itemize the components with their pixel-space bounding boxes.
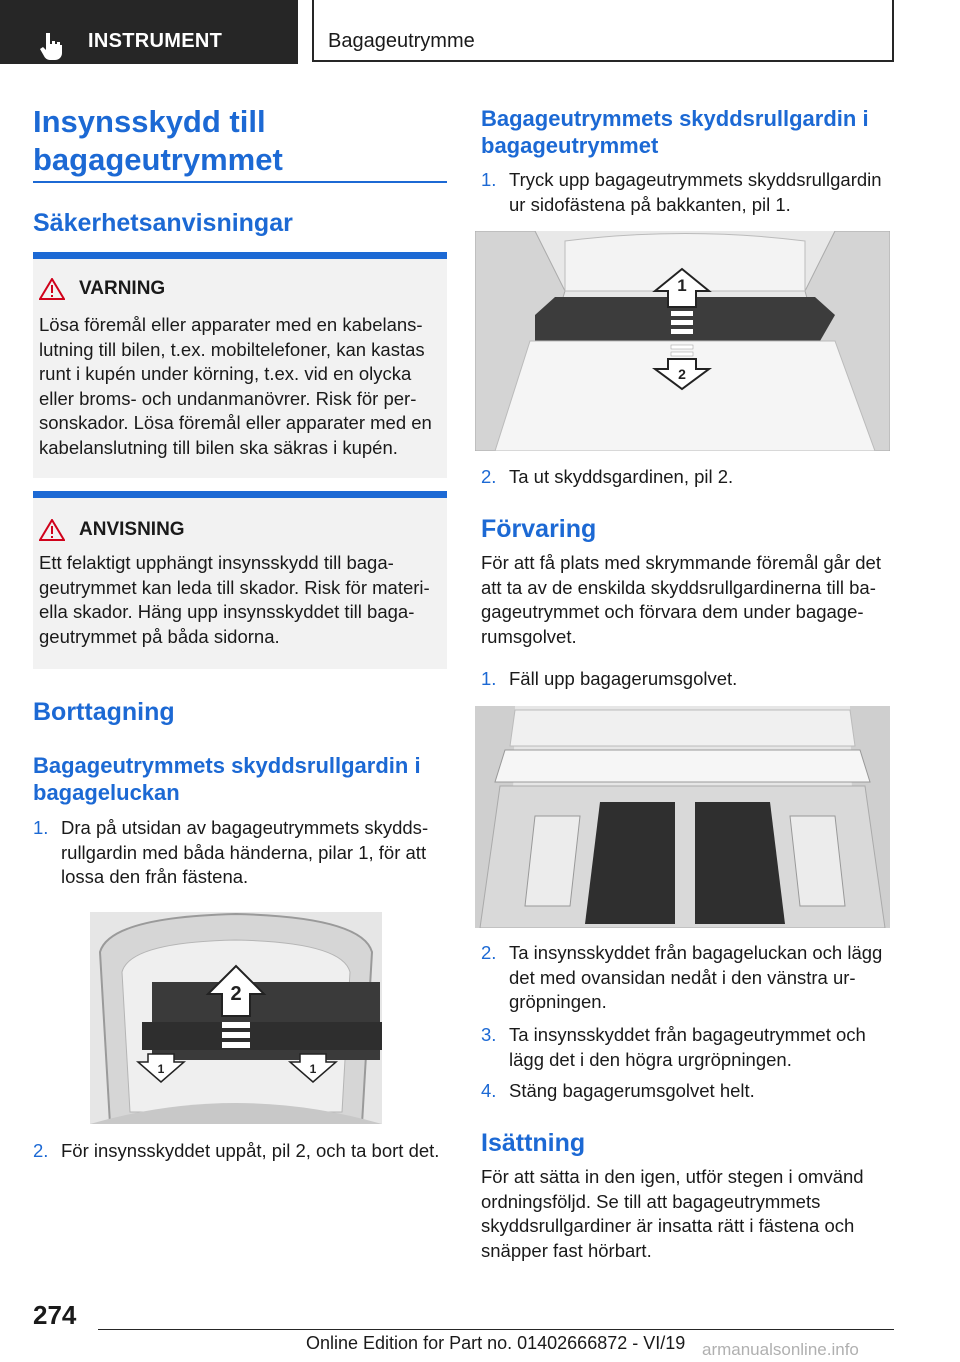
- storage-heading: Förvaring: [481, 515, 597, 543]
- step-number: 2.: [481, 466, 497, 487]
- notice-title-row: ANVISNING: [39, 519, 185, 541]
- step-text: Dra på utsidan av bagageutrymmets skydds…: [61, 817, 429, 887]
- watermark-text: armanualsonline.info: [702, 1340, 859, 1359]
- step-text: För insynsskyddet uppåt, pil 2, och ta b…: [61, 1140, 440, 1161]
- header-chapter-label: Bagageutrymme: [328, 30, 475, 52]
- notice-box: ANVISNING Ett felaktigt upphängt insynss…: [33, 491, 447, 669]
- cargo-arrow-down-label: 2: [678, 366, 686, 382]
- tailgate-arrow-left-label: 1: [158, 1062, 165, 1076]
- hand-pointer-icon: [40, 33, 62, 60]
- cargo-heading: Bagageutrymmets skyddsrullgardin i bagag…: [481, 106, 869, 158]
- warning-title-row: VARNING: [39, 278, 165, 300]
- notice-triangle-icon: [39, 519, 65, 541]
- storage-step-1: 1. Fäll upp bagagerumsgolvet.: [481, 667, 893, 692]
- cargo-figure: 1 2: [475, 231, 890, 451]
- tailgate-step-1: 1. Dra på utsidan av bagageutrymmets sky…: [33, 816, 443, 890]
- removal-heading: Borttagning: [33, 698, 175, 726]
- page-title: Insynsskydd till bagageutrymmet: [33, 104, 283, 177]
- notice-text: Ett felaktigt upphängt insynsskydd till …: [39, 552, 430, 647]
- step-number: 2.: [481, 942, 497, 963]
- header-section-tab: INSTRUMENT: [0, 0, 298, 64]
- storage-step-4: 4. Stäng bagagerumsgolvet helt.: [481, 1079, 895, 1104]
- warning-text: Lösa föremål eller apparater med en kabe…: [39, 314, 432, 458]
- step-text: Ta ut skyddsgardinen, pil 2.: [509, 466, 734, 487]
- step-text: Ta insynsskyddet från bagageutrymmet och…: [509, 1024, 866, 1070]
- tailgate-step-2: 2. För insynsskyddet uppåt, pil 2, och t…: [33, 1139, 443, 1164]
- warning-box: VARNING Lösa föremål eller apparater med…: [33, 252, 447, 478]
- cargo-illustration: 1 2: [475, 231, 890, 451]
- insert-text: För att sätta in den igen, utför stegen …: [481, 1166, 864, 1261]
- tailgate-illustration: 2 1 1: [90, 912, 382, 1124]
- tailgate-figure: 2 1 1: [90, 912, 382, 1124]
- header-section-label: INSTRUMENT: [88, 30, 223, 52]
- step-number: 3.: [481, 1024, 497, 1045]
- step-text: Tryck upp bagageutrymmets skyddsrullgar­…: [509, 169, 882, 215]
- step-number: 1.: [481, 169, 497, 190]
- warning-triangle-icon: [39, 278, 65, 300]
- safety-heading: Säkerhetsanvisningar: [33, 209, 293, 237]
- step-text: Stäng bagagerumsgolvet helt.: [509, 1080, 755, 1101]
- storage-step-3: 3. Ta insynsskyddet från bagageutrymmet …: [481, 1023, 895, 1072]
- step-text: Fäll upp bagagerumsgolvet.: [509, 668, 738, 689]
- step-number: 1.: [33, 817, 49, 838]
- cargo-step-2: 2. Ta ut skyddsgardinen, pil 2.: [481, 465, 893, 490]
- step-text: Ta insynsskyddet från bagageluckan och l…: [509, 942, 883, 1012]
- storage-illustration: [475, 706, 890, 928]
- storage-step-2: 2. Ta insynsskyddet från bagageluckan oc…: [481, 941, 895, 1015]
- tailgate-arrow-up-label: 2: [230, 983, 241, 1005]
- edition-text: Online Edition for Part no. 01402666872 …: [306, 1333, 686, 1353]
- title-rule: [33, 181, 447, 183]
- insert-heading: Isättning: [481, 1129, 586, 1157]
- notice-title: ANVISNING: [79, 519, 185, 540]
- step-number: 4.: [481, 1080, 497, 1101]
- notice-box-bar: [33, 491, 447, 498]
- warning-box-bar: [33, 252, 447, 259]
- header-chapter-tab: Bagageutrymme: [312, 0, 894, 62]
- storage-intro: För att få plats med skrymmande föremål …: [481, 552, 881, 647]
- tailgate-arrow-right-label: 1: [310, 1062, 317, 1076]
- cargo-step-1: 1. Tryck upp bagageutrymmets skyddsrullg…: [481, 168, 893, 217]
- footer-rule: [98, 1329, 894, 1330]
- step-number: 1.: [481, 668, 497, 689]
- cargo-arrow-up-label: 1: [677, 276, 686, 295]
- warning-title: VARNING: [79, 278, 166, 299]
- page-number: 274: [33, 1300, 77, 1330]
- tailgate-heading: Bagageutrymmets skyddsrullgardin i bagag…: [33, 753, 421, 805]
- step-number: 2.: [33, 1140, 49, 1161]
- storage-figure: [475, 706, 890, 928]
